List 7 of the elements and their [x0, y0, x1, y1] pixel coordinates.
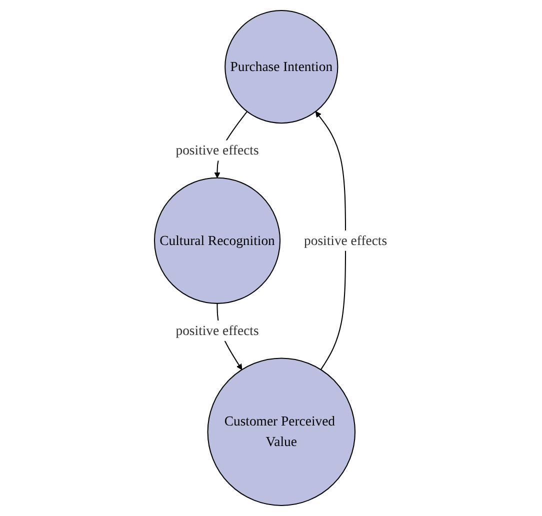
node-circle: Purchase Intention [224, 10, 338, 124]
edge-label: positive effects [304, 233, 388, 248]
edge-label: positive effects [176, 142, 260, 158]
arrow [316, 111, 346, 370]
edge-label: positive effects [176, 323, 260, 338]
node-circle: Customer Perceived Value [207, 358, 356, 506]
node-circle: Cultural Recognition [154, 177, 281, 304]
